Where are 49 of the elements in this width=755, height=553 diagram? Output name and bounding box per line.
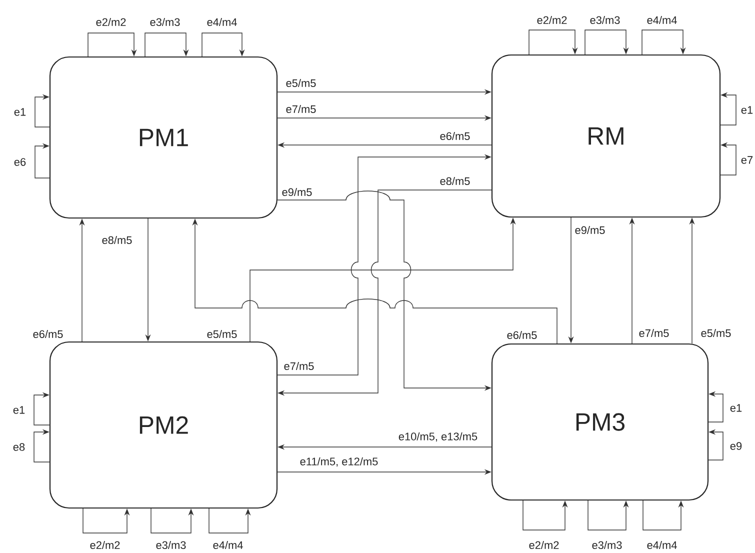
module-box: PM2 bbox=[49, 341, 278, 509]
edge-label: e2/m2 bbox=[96, 18, 126, 26]
arrow bbox=[34, 94, 50, 128]
edge-label: e6/m5 bbox=[33, 330, 63, 338]
arrow bbox=[202, 32, 245, 57]
edge-label: e9/m5 bbox=[575, 226, 605, 234]
edge-label: e4/m4 bbox=[207, 18, 237, 26]
edge-label: e6/m5 bbox=[507, 330, 537, 340]
arrow bbox=[144, 32, 189, 57]
edge-label: e4/m4 bbox=[647, 540, 677, 550]
edge-label: e4/m4 bbox=[647, 16, 677, 24]
edge-label: e7/m5 bbox=[639, 328, 669, 338]
edge-label: e8 bbox=[13, 443, 25, 451]
module-box: RM bbox=[491, 54, 721, 218]
edge-label: e4/m4 bbox=[213, 540, 243, 550]
edge-label: e2/m2 bbox=[537, 16, 567, 24]
arrow bbox=[584, 30, 629, 55]
module-box: PM1 bbox=[49, 56, 278, 219]
edge-label: e2/m2 bbox=[90, 540, 120, 550]
edge-label: e11/m5, e12/m5 bbox=[300, 457, 378, 467]
edge-label: e7/m5 bbox=[284, 362, 314, 370]
arrow bbox=[528, 30, 578, 55]
edge-label: e5/m5 bbox=[701, 328, 731, 338]
edge-label: e1 bbox=[13, 406, 25, 414]
edge-label: e5/m5 bbox=[286, 78, 316, 88]
edge-label: e7/m5 bbox=[286, 104, 316, 114]
edge-label: e1 bbox=[741, 106, 753, 114]
edge-label: e3/m3 bbox=[150, 18, 180, 26]
arrow bbox=[34, 143, 50, 178]
edge-label: e3/m3 bbox=[156, 540, 186, 550]
module-box: PM3 bbox=[491, 343, 709, 501]
edge-label: e1 bbox=[730, 404, 742, 412]
edge-label: e8/m5 bbox=[440, 176, 470, 186]
edge-label: e7 bbox=[741, 156, 753, 164]
arrow bbox=[34, 429, 50, 462]
edge-label: e9/m5 bbox=[282, 188, 312, 196]
arrow bbox=[34, 392, 50, 426]
edge-label: e6/m5 bbox=[440, 132, 470, 140]
arrow bbox=[88, 32, 137, 57]
edge-label: e9 bbox=[730, 442, 742, 450]
edge-label: e5/m5 bbox=[207, 330, 237, 338]
edge-label: e1 bbox=[14, 108, 26, 116]
edge-label: e3/m3 bbox=[592, 540, 622, 550]
edge-label: e8/m5 bbox=[102, 236, 132, 244]
edge-label: e6 bbox=[14, 158, 26, 166]
arrow bbox=[642, 30, 686, 55]
edge-label: e10/m5, e13/m5 bbox=[398, 432, 478, 442]
edge-label: e3/m3 bbox=[590, 16, 620, 24]
edge-label: e2/m2 bbox=[529, 540, 559, 550]
